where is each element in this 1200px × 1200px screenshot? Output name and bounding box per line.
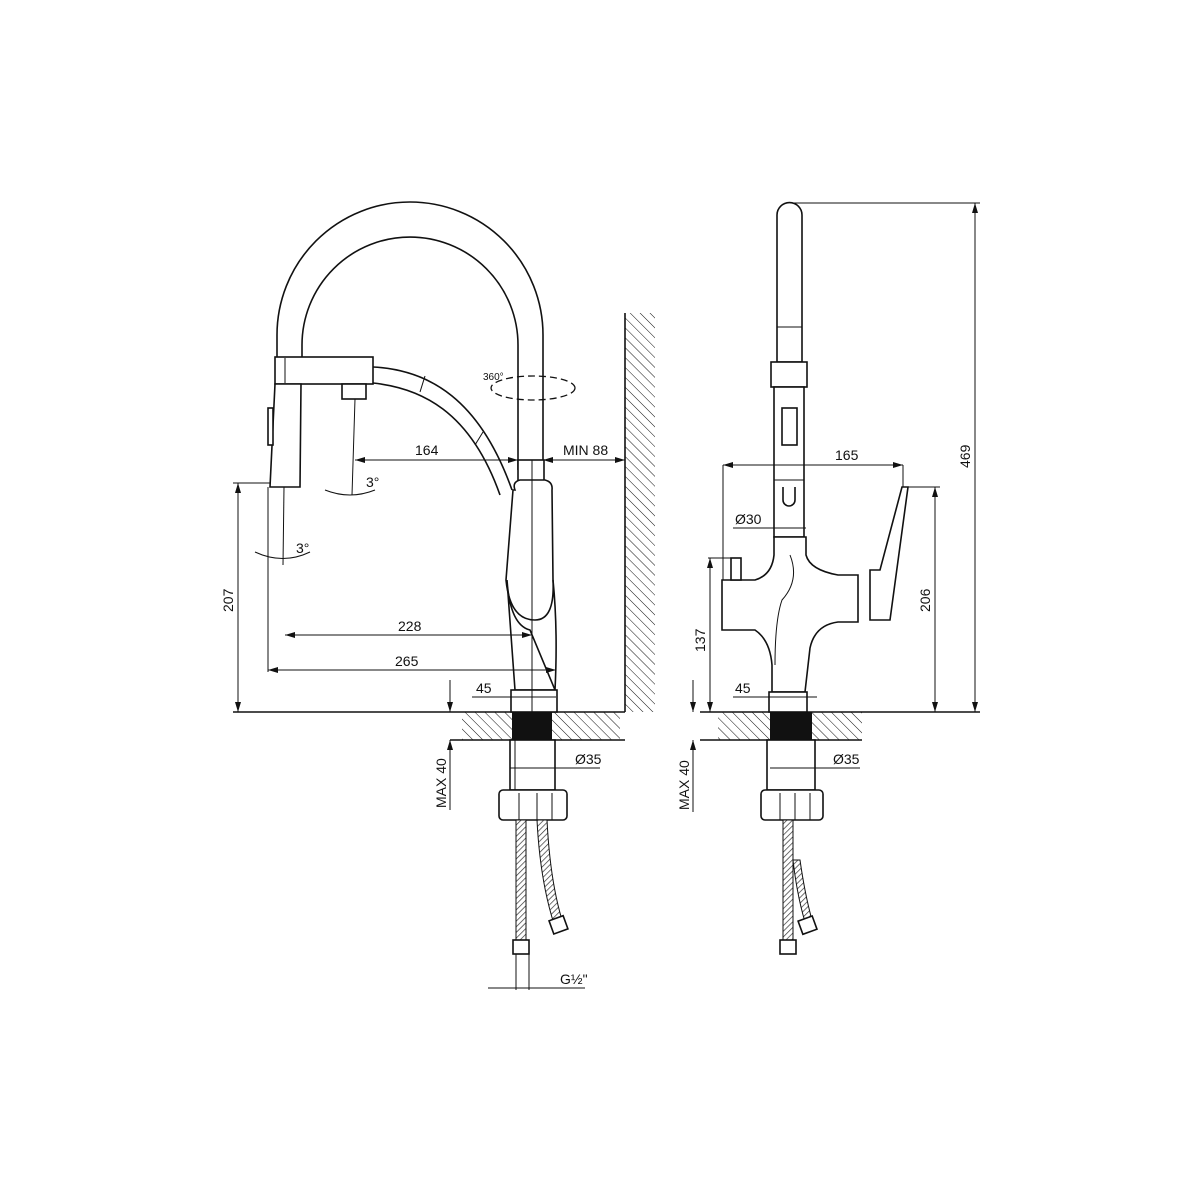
mounting-shank-front (760, 739, 824, 955)
angle-3-upper: 3° (366, 474, 379, 490)
dim-dia-30: Ø30 (735, 511, 762, 527)
countertop (233, 711, 625, 741)
spray-head (267, 356, 374, 566)
mounting-shank (498, 739, 568, 821)
side-view: 164 MIN 88 3° 3° 360° 207 228 265 45 MAX… (220, 201, 675, 990)
dim-45-front: 45 (735, 680, 751, 696)
dim-165: 165 (835, 447, 859, 463)
dim-265: 265 (395, 653, 419, 669)
rotation-360: 360° (483, 372, 504, 383)
dim-45: 45 (476, 680, 492, 696)
supply-hoses (512, 819, 569, 990)
dim-dia-35-front: Ø35 (833, 751, 860, 767)
spout-front (770, 201, 808, 538)
dimensions-side: 164 MIN 88 3° 3° 360° 207 228 265 45 MAX… (220, 372, 625, 989)
dim-max-40: MAX 40 (433, 758, 449, 808)
dim-228: 228 (398, 618, 422, 634)
dim-469: 469 (957, 444, 973, 468)
wall (624, 300, 675, 720)
rotation-indicator (490, 375, 576, 401)
dim-thread: G½" (560, 971, 588, 987)
dim-137: 137 (692, 628, 708, 652)
body-front (721, 486, 909, 713)
dimensions-front: 469 165 Ø30 206 137 45 MAX 40 Ø35 (676, 202, 980, 812)
spout (276, 201, 544, 470)
dim-max-40-front: MAX 40 (676, 760, 692, 810)
dim-164: 164 (415, 442, 439, 458)
faucet-body (505, 459, 558, 713)
dim-207: 207 (220, 588, 236, 612)
dim-dia-35: Ø35 (575, 751, 602, 767)
dim-min-88: MIN 88 (563, 442, 608, 458)
angle-3-lower: 3° (296, 540, 309, 556)
front-view: 469 165 Ø30 206 137 45 MAX 40 Ø35 (676, 201, 980, 955)
countertop (700, 711, 980, 741)
dim-206: 206 (917, 588, 933, 612)
